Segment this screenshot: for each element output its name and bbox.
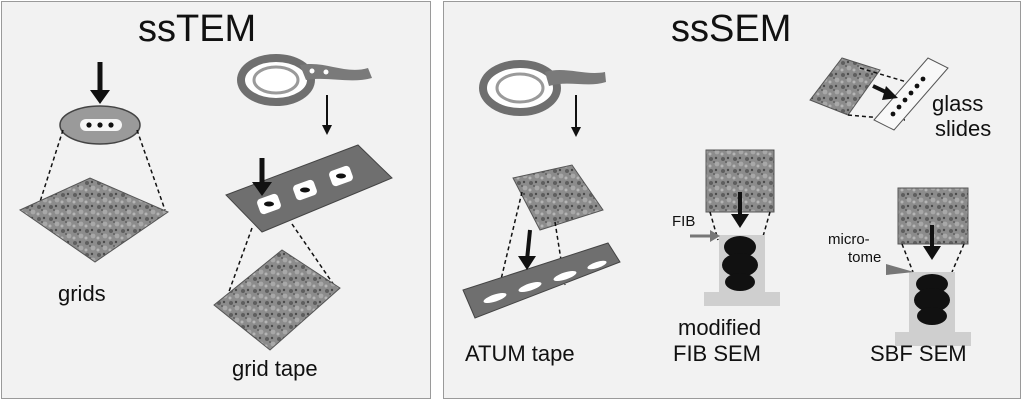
arrow-head-icon bbox=[90, 90, 110, 104]
sssem-title: ssSEM bbox=[671, 8, 792, 50]
tape-strip bbox=[300, 63, 372, 81]
microtome-label-line2: tome bbox=[848, 249, 882, 266]
grid-illustration bbox=[18, 62, 170, 263]
modified-caption: modified bbox=[678, 315, 762, 340]
tissue-section bbox=[512, 164, 604, 231]
atum-illustration bbox=[462, 60, 621, 319]
fib-arrow-icon bbox=[710, 230, 720, 242]
grid-tape-illustration bbox=[213, 54, 393, 351]
fib-sem-caption: FIB SEM bbox=[673, 341, 762, 366]
sbf-sem-illustration bbox=[886, 187, 971, 346]
grid-tape-caption: grid tape bbox=[232, 356, 318, 381]
sbf-sem-caption: SBF SEM bbox=[870, 341, 967, 366]
tissue-section bbox=[809, 57, 881, 116]
slides-caption: slides bbox=[935, 116, 992, 141]
atum-tape-strip bbox=[462, 242, 621, 319]
fib-sem-illustration bbox=[690, 149, 780, 306]
glass-slide-illustration bbox=[809, 57, 949, 131]
grids-caption: grids bbox=[58, 281, 106, 306]
microtome-label-line1: micro- bbox=[828, 231, 870, 248]
atum-tape-caption: ATUM tape bbox=[465, 341, 575, 366]
tissue-section bbox=[213, 249, 341, 351]
glass-caption: glass bbox=[932, 91, 984, 116]
tissue-section bbox=[18, 177, 170, 263]
sstem-title: ssTEM bbox=[138, 8, 257, 50]
fib-label: FIB bbox=[672, 213, 696, 230]
microtome-knife-icon bbox=[886, 264, 914, 275]
